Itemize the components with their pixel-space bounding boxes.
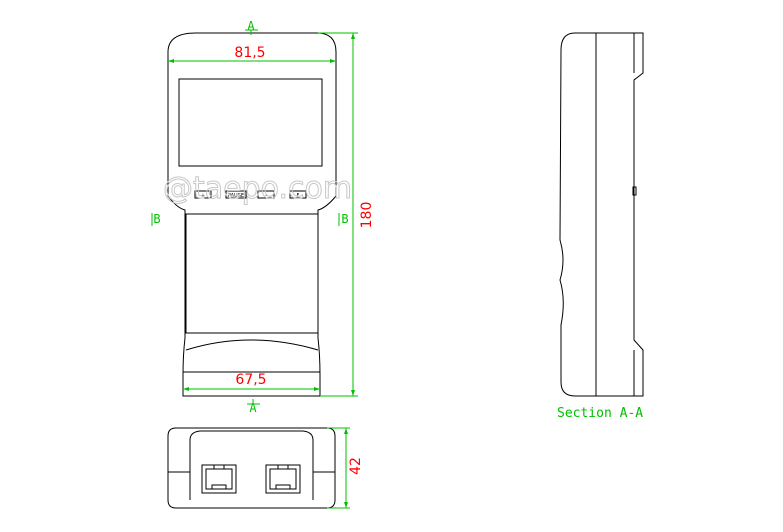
bottom-body-outline [167, 427, 336, 509]
button-f-label: F [297, 193, 300, 199]
button-row: + PAUSE - F [194, 190, 307, 199]
side-section-view: Section A-A [557, 32, 644, 421]
marker-a-top: A [247, 19, 255, 33]
button-f [289, 190, 307, 199]
marker-b-left: B [153, 212, 160, 226]
button-minus [257, 190, 275, 199]
bottom-view: 42 [167, 427, 364, 509]
marker-b-right: B [341, 212, 348, 226]
marker-a-bottom: A [249, 401, 257, 415]
rj45-port-left [201, 464, 237, 494]
button-plus [194, 190, 212, 199]
grip-arc [185, 339, 319, 351]
label-panel [185, 213, 319, 334]
button-pause-label: PAUSE [228, 193, 244, 199]
bottom-recess [189, 430, 314, 441]
button-pause [225, 190, 247, 199]
dimension-depth: 42 [348, 457, 364, 475]
front-dimensions: 81,5 67,5 180 [168, 32, 375, 397]
rj45-port-right [265, 464, 301, 494]
section-markers: A A B B [151, 19, 349, 415]
button-plus-label: + [201, 193, 205, 199]
watermark-text: @taepo.com [163, 171, 352, 206]
dimension-bottom-width: 67,5 [235, 372, 266, 388]
dimension-top-width: 81,5 [234, 45, 265, 61]
dimension-height: 180 [359, 202, 375, 229]
front-view: + PAUSE - F [167, 32, 337, 397]
button-minus-label: - [265, 193, 267, 199]
section-label: Section A-A [557, 406, 643, 421]
display-screen [178, 78, 323, 167]
side-body-outline [559, 32, 644, 397]
